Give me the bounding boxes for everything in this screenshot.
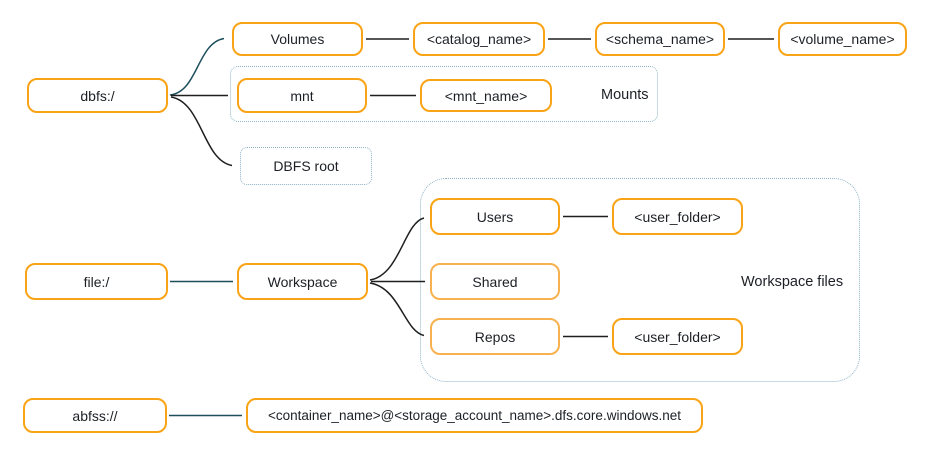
edge-workspace-users [369,217,425,281]
node-mnt: mnt [237,78,367,113]
node-workspace: Workspace [237,263,368,300]
node-user-folder-top: <user_folder> [612,198,743,235]
edge-dbfs-dbfs-root [170,96,233,167]
workspace-files-group-label: Workspace files [741,274,844,290]
node-volumes: Volumes [232,22,363,56]
node-dbfs-root: DBFS root [240,147,372,185]
edge-dbfs-volumes [169,37,225,96]
mounts-group-label: Mounts [601,87,649,103]
edge-workspace-repos [369,282,425,337]
node-dbfs: dbfs:/ [27,78,168,113]
node-users: Users [430,198,560,235]
node-repos: Repos [430,318,560,355]
node-shared: Shared [430,263,560,300]
node-user-folder-bottom: <user_folder> [612,318,743,355]
node-mnt-name: <mnt_name> [420,79,552,112]
node-volume-name: <volume_name> [778,22,907,56]
node-schema-name: <schema_name> [595,22,725,56]
node-file: file:/ [25,263,168,300]
mounts-group-container [230,66,658,122]
node-abfss: abfss:// [23,398,167,433]
node-catalog-name: <catalog_name> [413,22,545,56]
node-adls-path: <container_name>@<storage_account_name>.… [246,398,703,433]
